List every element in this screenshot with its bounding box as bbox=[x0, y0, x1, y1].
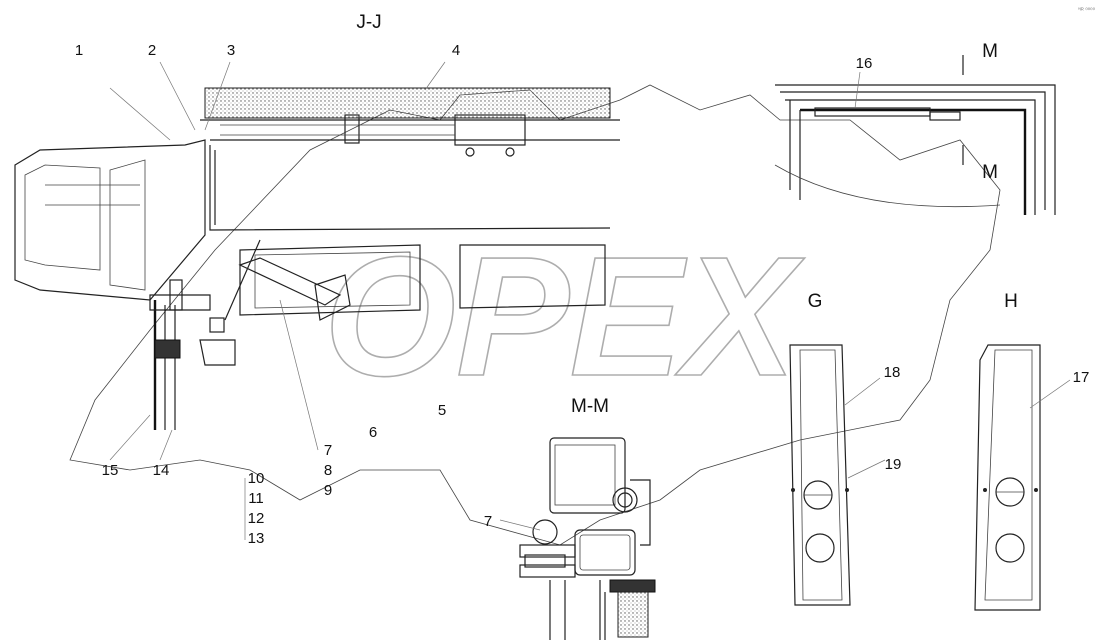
callout-6: 6 bbox=[369, 424, 377, 441]
view-title-g: G bbox=[808, 291, 823, 312]
view-title-mm: M-M bbox=[571, 396, 609, 417]
view-title-h: H bbox=[1004, 291, 1018, 312]
callout-14: 14 bbox=[153, 462, 170, 479]
callout-10: 10 bbox=[248, 470, 265, 487]
watermark-text: OPEX bbox=[324, 222, 805, 412]
view-g bbox=[789, 344, 851, 606]
view-mm bbox=[519, 437, 656, 640]
detail-top-right bbox=[774, 55, 1056, 215]
callout-4: 4 bbox=[452, 42, 460, 59]
callout-5: 5 bbox=[438, 402, 446, 419]
callout-11: 11 bbox=[248, 490, 264, 507]
callout-1: 1 bbox=[75, 42, 83, 59]
callout-12: 12 bbox=[248, 510, 265, 527]
callout-7: 7 bbox=[324, 442, 332, 459]
callout-7-mm: 7 bbox=[484, 513, 492, 530]
callout-8: 8 bbox=[324, 462, 332, 479]
callout-3: 3 bbox=[227, 42, 235, 59]
section-marker-m-top: M bbox=[982, 41, 998, 62]
left-housing bbox=[14, 139, 206, 301]
view-title-jj: J-J bbox=[356, 12, 381, 33]
callout-16: 16 bbox=[856, 55, 873, 72]
insulation-panel bbox=[204, 87, 611, 119]
section-marker-m-bottom: M bbox=[982, 162, 998, 183]
valve-body bbox=[454, 114, 526, 146]
callout-15: 15 bbox=[102, 462, 119, 479]
callout-18: 18 bbox=[884, 364, 901, 381]
callout-17: 17 bbox=[1073, 369, 1090, 386]
callout-19: 19 bbox=[885, 456, 902, 473]
callout-9: 9 bbox=[324, 482, 332, 499]
callout-13: 13 bbox=[248, 530, 265, 547]
lever bbox=[238, 257, 342, 306]
view-jj bbox=[14, 87, 620, 430]
leader-lines bbox=[109, 61, 1071, 540]
callout-2: 2 bbox=[148, 42, 156, 59]
opex-watermark: OPEX bbox=[69, 84, 1001, 546]
view-h bbox=[974, 344, 1041, 611]
inner-duct bbox=[209, 145, 611, 231]
corner-mark: °ᴵᴿ ⁰⁰⁰⁰ bbox=[1078, 7, 1096, 14]
